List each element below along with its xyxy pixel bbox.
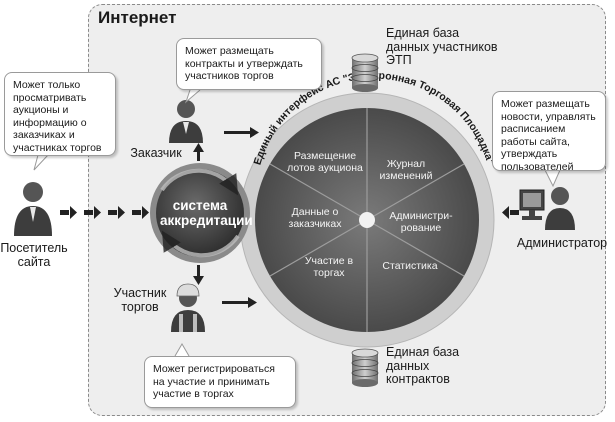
arrow-to-customer: [193, 143, 204, 161]
database-icon: [351, 53, 379, 92]
arrow-visitor-to-accreditation: [60, 206, 149, 219]
segment-journal: Журнал изменений: [379, 158, 433, 182]
customer-person-icon: [169, 100, 203, 143]
customer-label: Заказчик: [130, 146, 182, 160]
bubble-tails: [33, 89, 561, 357]
contracts-db-label: Единая база данных контрактов: [386, 345, 460, 386]
arrow-admin-to-platform: [502, 206, 519, 219]
visitor-person-icon: [14, 182, 52, 236]
arrow-to-participant: [193, 265, 204, 285]
customer-note: Может размещать контракты и утверждать у…: [176, 38, 322, 90]
segment-admin: Администри-рование: [389, 210, 453, 234]
participants-db-label: Единая база данных участников ЭТП: [386, 26, 498, 67]
flow-arrows: [60, 127, 519, 308]
accreditation-system: [150, 163, 250, 263]
admin-note: Может размещать новости, управлять распи…: [492, 91, 606, 173]
administrator-person-icon: [519, 187, 575, 230]
arrow-customer-to-platform: [224, 127, 259, 138]
etp-platform-disc: [239, 92, 495, 348]
admin-label: Администратор: [516, 236, 608, 250]
internet-zone-title: Интернет: [98, 8, 177, 27]
segment-customers: Данные о заказчиках: [288, 206, 342, 230]
participant-note: Может регистрироваться на участие и прин…: [144, 356, 296, 408]
segment-participation: Участие в торгах: [304, 255, 354, 279]
visitor-label: Посетитель сайта: [0, 241, 68, 269]
arrow-participant-to-platform: [222, 297, 257, 308]
segment-stats: Статистика: [382, 260, 438, 272]
visitor-note: Может только просматривать аукционы и ин…: [4, 72, 116, 156]
segment-lots: Размещение лотов аукциона: [287, 150, 363, 174]
database-icon: [351, 348, 379, 387]
participant-person-icon: [171, 283, 205, 332]
participant-label: Участник торгов: [113, 286, 167, 314]
accreditation-label: система аккредитации: [160, 198, 253, 228]
